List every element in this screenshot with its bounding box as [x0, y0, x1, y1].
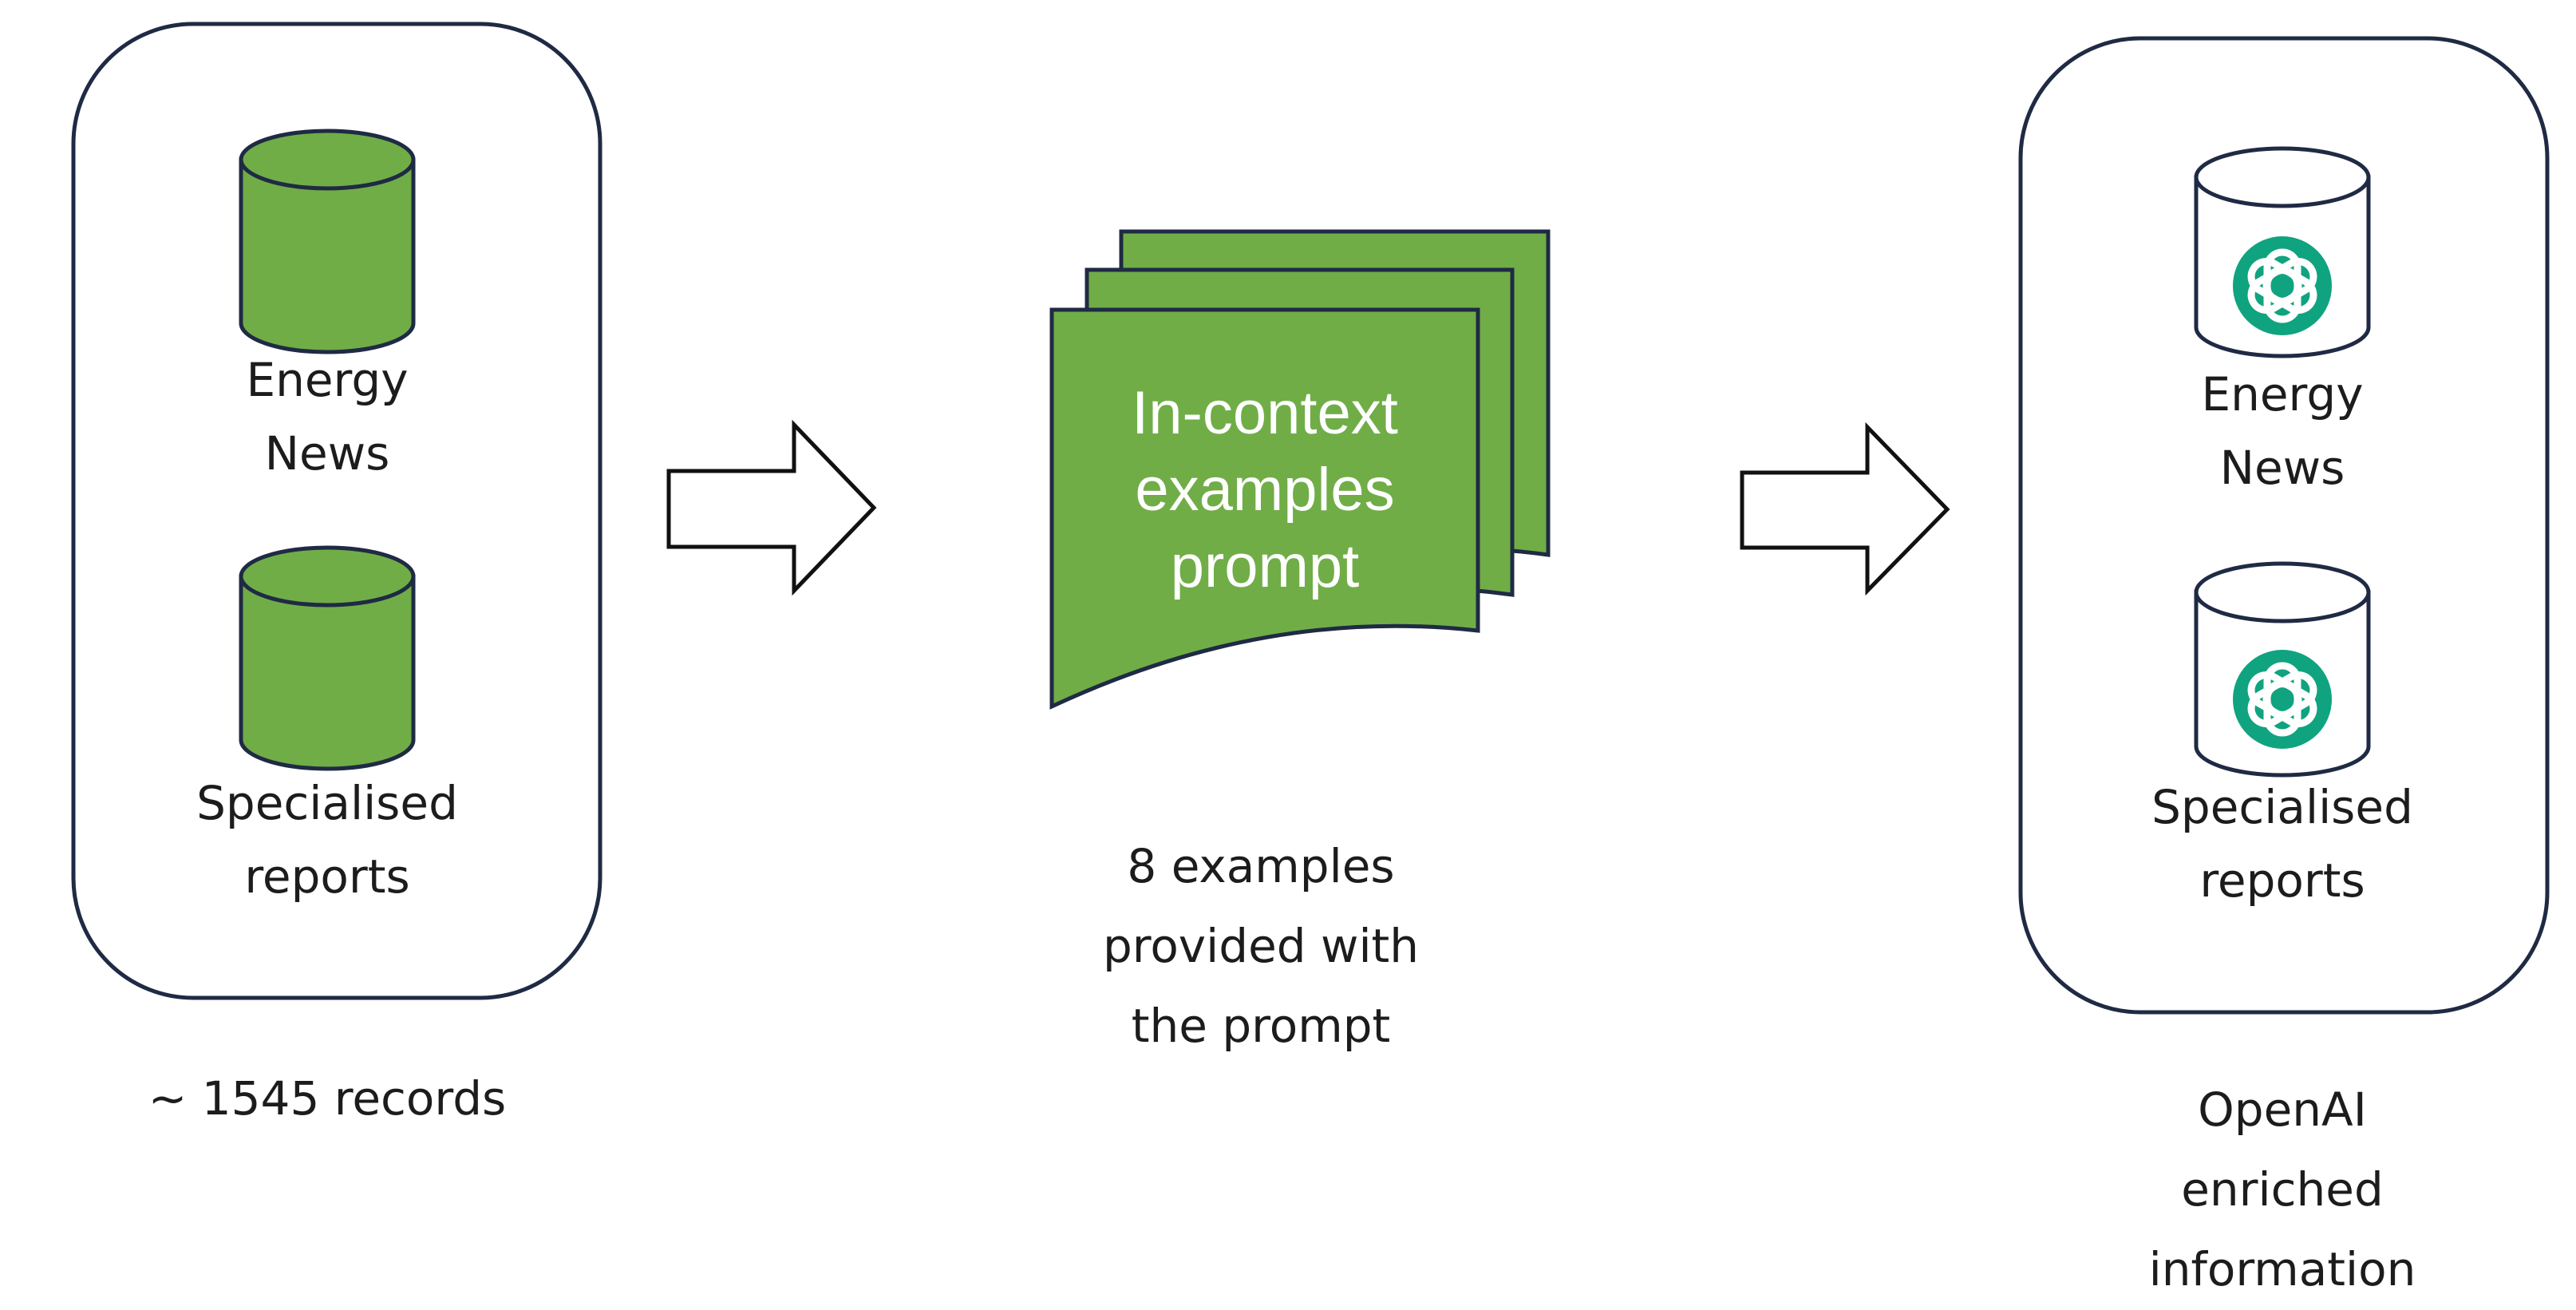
prompt-document-stack-icon — [1049, 229, 1551, 710]
examples-caption: 8 examples provided with the prompt — [1102, 839, 1420, 1053]
energy-news-database-icon — [239, 129, 416, 354]
specialised-reports-label: Specialised reports — [196, 776, 458, 904]
output-panel-box — [2018, 36, 2550, 1015]
records-count-caption: ~ 1545 records — [148, 1071, 507, 1126]
arrow-right-icon — [1740, 421, 1950, 596]
arrow-right-icon — [666, 419, 877, 596]
energy-news-enriched-label: Energy News — [2201, 367, 2364, 495]
energy-news-label: Energy News — [246, 353, 409, 481]
specialised-reports-enriched-label: Specialised reports — [2151, 780, 2413, 908]
prompt-document-title: In-context examples prompt — [1132, 379, 1398, 600]
openai-logo-icon — [2233, 650, 2332, 749]
specialised-reports-database-icon — [239, 545, 416, 771]
openai-logo-icon — [2233, 236, 2332, 335]
openai-enriched-caption: OpenAI enriched information — [2148, 1082, 2416, 1296]
source-panel-box — [71, 22, 603, 1000]
